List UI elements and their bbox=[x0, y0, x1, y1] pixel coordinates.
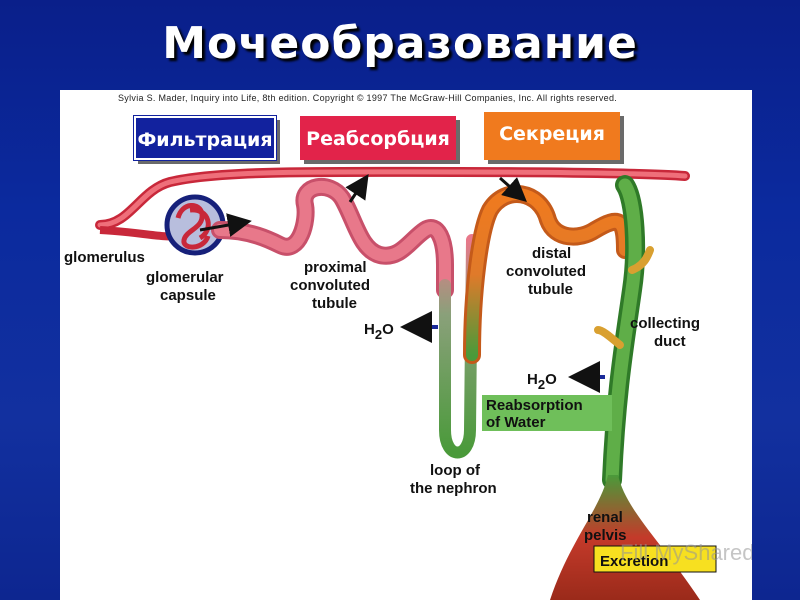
reabsorption-stage-label: Реабсорбция bbox=[300, 116, 456, 160]
filtration-arrow bbox=[199, 213, 252, 237]
filtration-stage-label: Фильтрация bbox=[133, 115, 277, 161]
proximal-label-2: convoluted bbox=[290, 277, 370, 294]
excretion-box bbox=[593, 545, 717, 573]
copyright-line: Sylvia S. Mader, Inquiry into Life, 8th … bbox=[118, 93, 618, 103]
loop-label-1: loop of bbox=[430, 462, 481, 479]
secretion-stage-label: Секреция bbox=[484, 112, 620, 160]
distal-label-1: distal bbox=[532, 245, 571, 262]
glomerulus-label: glomerulus bbox=[64, 249, 145, 266]
watermark: Fill MyShared bbox=[620, 540, 752, 565]
renal-label-2: pelvis bbox=[584, 527, 627, 544]
collecting-label-1: collecting bbox=[630, 315, 700, 332]
reabsorption-water-label-2: of Water bbox=[486, 414, 546, 431]
reabsorption-arrow bbox=[345, 174, 369, 203]
glomerular-capsule-label-1: glomerular bbox=[146, 269, 224, 286]
proximal-label-3: tubule bbox=[312, 295, 357, 312]
water-label-duct: H2O bbox=[527, 371, 557, 392]
glomerulus-knot bbox=[175, 203, 211, 250]
proximal-label-1: proximal bbox=[304, 259, 367, 276]
renal-label-1: renal bbox=[587, 509, 623, 526]
distal-label-3: tubule bbox=[528, 281, 573, 298]
nephron-diagram: glomerulus glomerular capsule proximal c… bbox=[64, 166, 717, 600]
water-label-loop: H2O bbox=[364, 321, 394, 342]
loop-label-2: the nephron bbox=[410, 480, 497, 497]
diagram-panel: Sylvia S. Mader, Inquiry into Life, 8th … bbox=[60, 90, 752, 600]
secretion-arrow bbox=[499, 176, 527, 202]
reabsorption-water-label-1: Reabsorption bbox=[486, 397, 583, 414]
excretion-label: Excretion bbox=[600, 553, 668, 570]
glomerular-capsule-label-2: capsule bbox=[160, 287, 216, 304]
collecting-label-2: duct bbox=[654, 333, 686, 350]
slide-title: Мочеобразование bbox=[162, 18, 638, 69]
reabsorption-water-box bbox=[482, 395, 612, 431]
distal-label-2: convoluted bbox=[506, 263, 586, 280]
loop-of-nephron bbox=[439, 234, 478, 459]
